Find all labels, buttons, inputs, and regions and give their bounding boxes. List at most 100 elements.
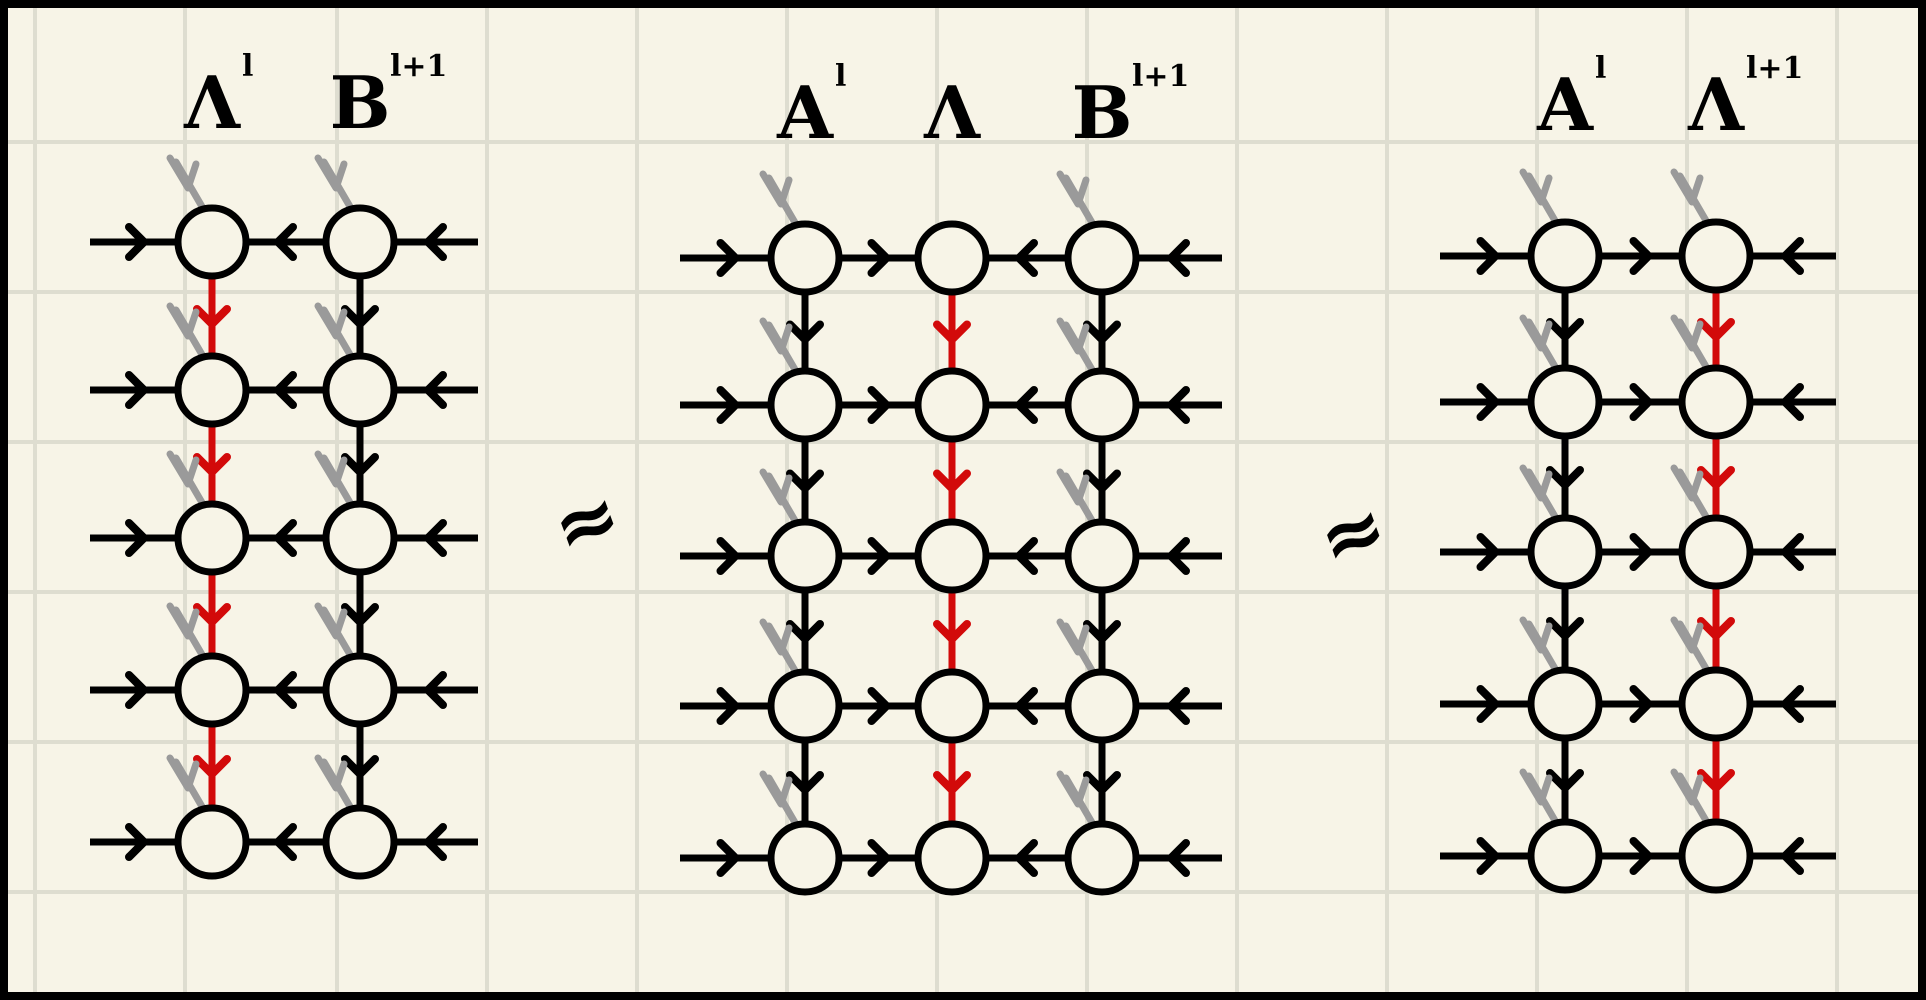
column-label-1: A	[776, 70, 834, 155]
physical-leg-arrow-icon	[1670, 168, 1704, 206]
leg-arrow-icon	[1781, 383, 1804, 421]
physical-leg-arrow-icon	[1670, 768, 1704, 806]
tensor-node	[1678, 818, 1754, 894]
tensor-node	[174, 804, 250, 880]
tensor-node	[914, 367, 990, 443]
tensor-node	[1527, 218, 1603, 294]
bond-arrow-icon	[867, 537, 891, 575]
physical-leg-arrow-icon	[1670, 314, 1704, 352]
leg-arrow-icon	[1476, 533, 1500, 571]
leg-arrow-icon	[125, 671, 148, 709]
physical-leg-arrow-icon	[314, 302, 348, 340]
bond-arrow-icon	[193, 453, 231, 476]
leg-arrow-icon	[424, 823, 447, 861]
physical-leg-arrow-icon	[1670, 464, 1704, 502]
bond-arrow-icon	[1546, 318, 1584, 341]
tensor-node	[1678, 666, 1754, 742]
bond-arrow-icon	[1697, 318, 1735, 341]
tensor-node	[322, 804, 398, 880]
bond-arrow-icon	[867, 239, 891, 277]
physical-leg-arrow-icon	[759, 170, 793, 208]
leg-arrow-icon	[1781, 533, 1804, 571]
leg-arrow-icon	[1476, 383, 1500, 421]
physical-leg-arrow-icon	[1519, 168, 1553, 206]
tensor-node	[1678, 514, 1754, 590]
physical-leg-arrow-icon	[314, 450, 348, 488]
bond-arrow-icon	[933, 320, 971, 344]
bond-arrow-icon	[1546, 769, 1584, 792]
bond-arrow-icon	[274, 519, 297, 557]
tensor-node	[1527, 818, 1603, 894]
leg-arrow-icon	[1476, 685, 1500, 723]
leg-arrow-icon	[1167, 239, 1190, 277]
bond-arrow-icon	[193, 305, 231, 328]
bond-arrow-icon	[274, 671, 297, 709]
tensor-node	[1064, 367, 1140, 443]
bond-arrow-icon	[341, 755, 379, 778]
tensor-node	[1527, 666, 1603, 742]
leg-arrow-icon	[1476, 237, 1500, 275]
column-label-superscript-2: l+1	[390, 49, 447, 84]
physical-leg-arrow-icon	[314, 154, 348, 192]
bond-arrow-icon	[193, 755, 231, 778]
tensor-node	[1064, 820, 1140, 896]
column-label-2: Λ	[923, 70, 981, 155]
physical-leg-arrow-icon	[166, 602, 200, 640]
column-label-superscript-3: l+1	[1132, 59, 1189, 94]
bond-arrow-icon	[933, 771, 971, 794]
tensor-node	[322, 352, 398, 428]
bond-arrow-icon	[786, 469, 824, 493]
physical-leg-arrow-icon	[314, 602, 348, 640]
bond-arrow-icon	[1629, 383, 1653, 421]
leg-arrow-icon	[716, 687, 740, 725]
physical-leg-arrow-icon	[1056, 770, 1090, 808]
leg-arrow-icon	[125, 823, 148, 861]
tensor-node	[174, 204, 250, 280]
physical-leg-arrow-icon	[759, 770, 793, 808]
physical-leg-arrow-icon	[1519, 616, 1553, 654]
physical-leg-arrow-icon	[166, 450, 200, 488]
bond-arrow-icon	[786, 320, 824, 344]
bond-arrow-icon	[1083, 620, 1121, 643]
column-label-2: Λ	[1687, 62, 1745, 147]
bond-arrow-icon	[1697, 617, 1735, 640]
leg-arrow-icon	[424, 519, 447, 557]
leg-arrow-icon	[1476, 837, 1500, 875]
bond-arrow-icon	[1629, 837, 1653, 875]
leg-arrow-icon	[1781, 237, 1804, 275]
column-label-superscript-1: l	[242, 49, 253, 84]
physical-leg-arrow-icon	[1056, 317, 1090, 355]
tensor-node	[767, 367, 843, 443]
tensor-node	[767, 820, 843, 896]
tensor-node	[174, 500, 250, 576]
bond-arrow-icon	[341, 305, 379, 328]
column-label-3: B	[1072, 70, 1133, 155]
tensor-node	[1064, 518, 1140, 594]
tensor-node	[914, 518, 990, 594]
bond-arrow-icon	[1697, 769, 1735, 792]
physical-leg-arrow-icon	[1056, 468, 1090, 506]
tensor-node	[174, 352, 250, 428]
bond-arrow-icon	[786, 771, 824, 794]
bond-arrow-icon	[1546, 617, 1584, 640]
column-label-2: B	[330, 60, 391, 145]
bond-arrow-icon	[1015, 537, 1038, 575]
physical-leg-arrow-icon	[1056, 618, 1090, 656]
physical-leg-arrow-icon	[166, 754, 200, 792]
leg-arrow-icon	[716, 386, 740, 424]
bond-arrow-icon	[1083, 320, 1121, 344]
bond-arrow-icon	[274, 223, 297, 261]
physical-leg-arrow-icon	[166, 302, 200, 340]
bond-arrow-icon	[867, 687, 891, 725]
physical-leg-arrow-icon	[759, 468, 793, 506]
tensor-node	[767, 518, 843, 594]
tensor-node	[914, 820, 990, 896]
tensor-node	[914, 668, 990, 744]
physical-leg-arrow-icon	[1519, 768, 1553, 806]
approx-symbol-1: ≈	[541, 468, 633, 575]
leg-arrow-icon	[424, 671, 447, 709]
bond-arrow-icon	[867, 386, 891, 424]
